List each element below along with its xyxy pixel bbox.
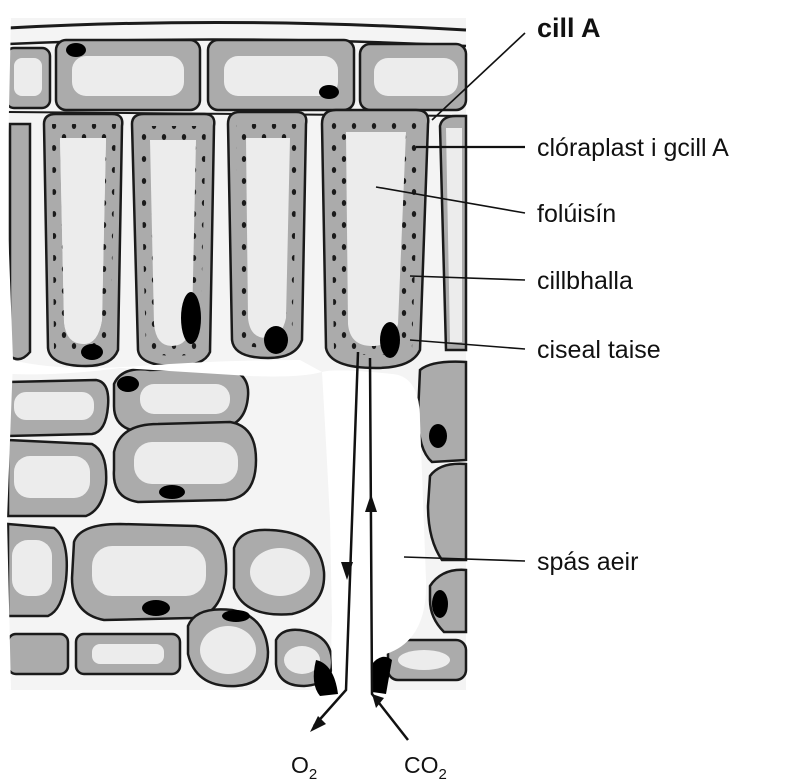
palisade-cell (132, 114, 214, 366)
palisade-cell-partial (440, 116, 466, 350)
palisade-cell (10, 124, 30, 359)
spongy-cell (72, 524, 226, 620)
oxygen-symbol: O (291, 752, 309, 778)
label-air-space: spás aeir (537, 548, 638, 576)
label-moist-layer: ciseal taise (537, 336, 661, 364)
spongy-cell (234, 530, 324, 615)
cell-a (322, 110, 428, 368)
carbon-dioxide-symbol: CO (404, 752, 439, 778)
label-carbon-dioxide: CO2 (404, 752, 447, 783)
palisade-cell (228, 112, 306, 358)
label-vacuole: folúisín (537, 200, 616, 228)
oxygen-arrowhead-out (310, 716, 326, 732)
carbon-dioxide-subscript: 2 (439, 766, 447, 783)
spongy-cell (8, 524, 67, 616)
leaf-tissue (4, 18, 466, 696)
label-cell-wall: cillbhalla (537, 267, 633, 295)
label-chloroplast: clóraplast i gcill A (537, 134, 729, 162)
spongy-cell (8, 634, 180, 674)
palisade-layer (10, 110, 466, 368)
label-cell-a: cill A (537, 13, 601, 43)
spongy-cell (8, 380, 108, 436)
palisade-cell (44, 114, 122, 366)
oxygen-subscript: 2 (309, 766, 317, 783)
spongy-cell (8, 440, 106, 516)
label-oxygen: O2 (291, 752, 317, 783)
spongy-cell (188, 609, 268, 686)
spongy-cell (114, 422, 256, 502)
